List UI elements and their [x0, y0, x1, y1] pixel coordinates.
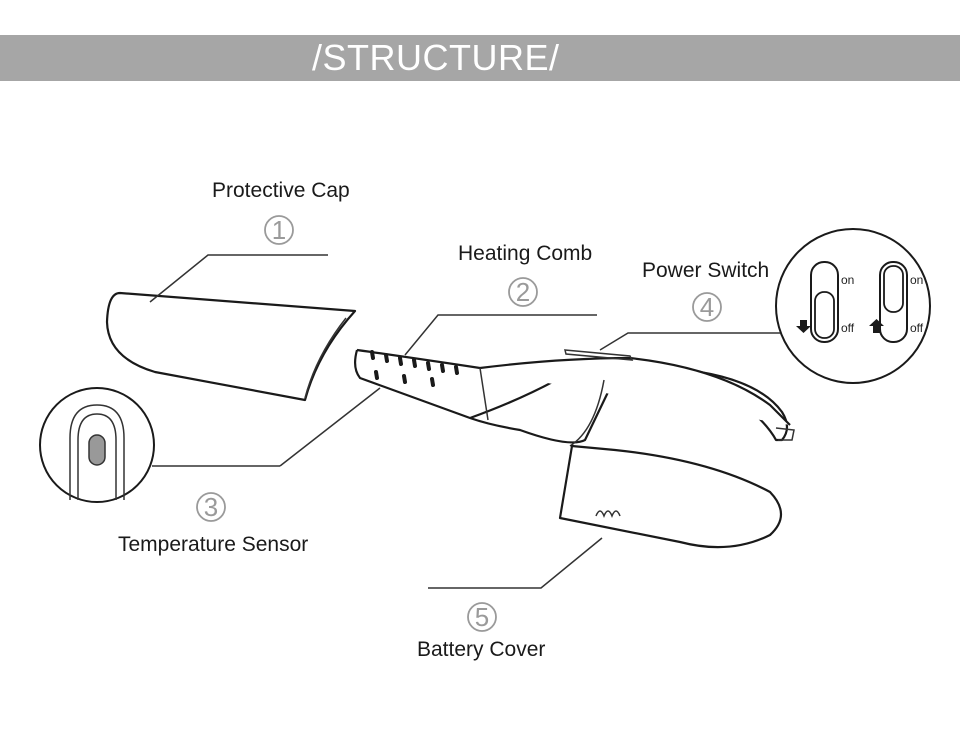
number-badge-1	[264, 215, 294, 245]
number-badge-5	[467, 602, 497, 632]
label-temperature-sensor: Temperature Sensor	[118, 533, 308, 556]
title-banner: /STRUCTURE/	[0, 35, 960, 81]
arrow-up-icon	[869, 319, 884, 333]
heating-comb-teeth	[370, 350, 459, 387]
number-2: 2	[516, 277, 530, 307]
switch-label-off-1: off	[841, 321, 855, 335]
number-5: 5	[475, 602, 489, 632]
arrow-down-icon	[796, 320, 811, 333]
page-title: /STRUCTURE/	[312, 37, 560, 78]
switch-label-on-2: on	[910, 273, 923, 287]
switch-label-off-2: off	[910, 321, 924, 335]
label-battery-cover: Battery Cover	[417, 638, 545, 661]
number-badge-4	[692, 292, 722, 322]
number-badge-2	[508, 277, 538, 307]
label-power-switch: Power Switch	[642, 259, 769, 282]
protective-cap-drawing	[105, 291, 357, 402]
switch-label-on-1: on	[841, 273, 854, 287]
leader-lines	[149, 254, 780, 589]
number-badge-3	[196, 492, 226, 522]
sensor-window	[88, 434, 106, 466]
label-heating-comb: Heating Comb	[458, 242, 592, 265]
curler-body-drawing	[353, 348, 795, 447]
battery-cover-drawing	[558, 444, 783, 549]
number-1: 1	[272, 215, 286, 245]
number-4: 4	[700, 292, 714, 322]
label-protective-cap: Protective Cap	[212, 179, 350, 202]
power-switch-detail: on off on off	[775, 228, 931, 384]
temperature-sensor-detail	[39, 387, 155, 503]
number-3: 3	[204, 492, 218, 522]
